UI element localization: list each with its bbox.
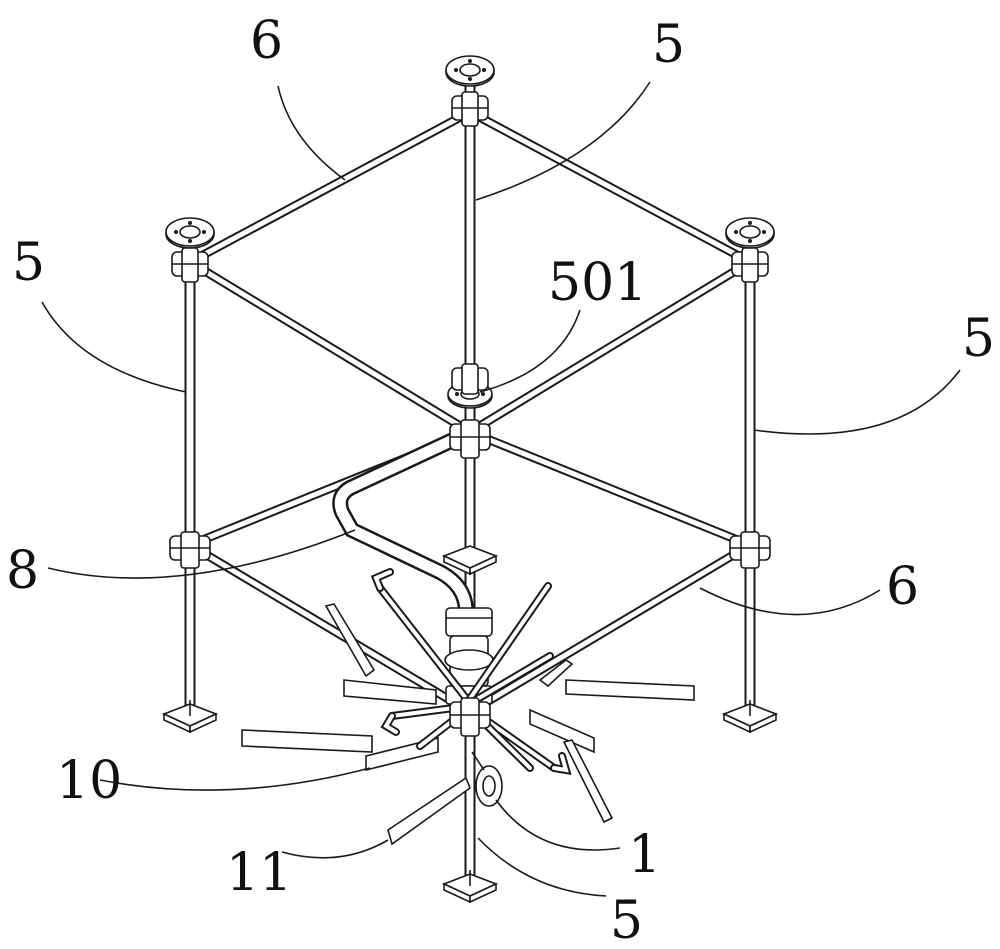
joint-right-upper [731, 247, 769, 283]
flange-top-left [165, 217, 215, 249]
leader-lines [41, 81, 961, 897]
foot-right [721, 700, 779, 734]
leader-5-bottom [477, 837, 607, 897]
label-1: 1 [628, 825, 661, 885]
leader-10 [99, 767, 371, 791]
leader-6-top [277, 85, 346, 181]
joint-bottom-center [449, 697, 491, 737]
joint-left-lower [169, 531, 211, 569]
foot-bottom [441, 870, 499, 904]
leader-11 [281, 839, 389, 859]
joint-left-upper [171, 247, 209, 283]
joint-center-lower [449, 419, 491, 459]
label-6-top: 6 [250, 11, 283, 71]
label-5-top: 5 [652, 15, 685, 75]
joint-center-501 [451, 363, 489, 395]
label-5-bottom: 5 [610, 891, 643, 949]
label-5-left: 5 [12, 233, 45, 293]
leader-5-top [475, 81, 651, 201]
leader-1 [495, 799, 621, 851]
label-6-right: 6 [886, 557, 919, 617]
joint-right-lower [729, 531, 771, 569]
flange-top-right [725, 217, 775, 249]
joint-top-center [451, 91, 489, 127]
leader-5-right [753, 369, 961, 435]
top-flanges [165, 55, 775, 409]
label-5-right: 5 [962, 309, 995, 369]
leader-5-left [41, 301, 187, 393]
foot-left [161, 700, 219, 734]
upper-frame-bars [185, 107, 755, 437]
joints [169, 91, 771, 737]
label-8: 8 [6, 541, 39, 601]
flange-top-center [445, 55, 495, 87]
bent-pipe [332, 424, 478, 620]
foot-center-upper [441, 545, 499, 576]
lower-frame-bars [185, 427, 755, 717]
vertical-posts [184, 74, 756, 886]
leader-6-right [699, 587, 881, 616]
label-501: 501 [548, 253, 647, 313]
label-11: 11 [226, 843, 292, 903]
foot-plates [161, 545, 779, 904]
labels: 6 5 5 501 5 8 6 10 1 11 5 [6, 11, 995, 949]
label-10: 10 [56, 751, 122, 811]
leader-8 [47, 529, 356, 579]
leader-501 [479, 309, 581, 393]
stirring-blades [241, 603, 695, 846]
central-hub [444, 607, 503, 807]
